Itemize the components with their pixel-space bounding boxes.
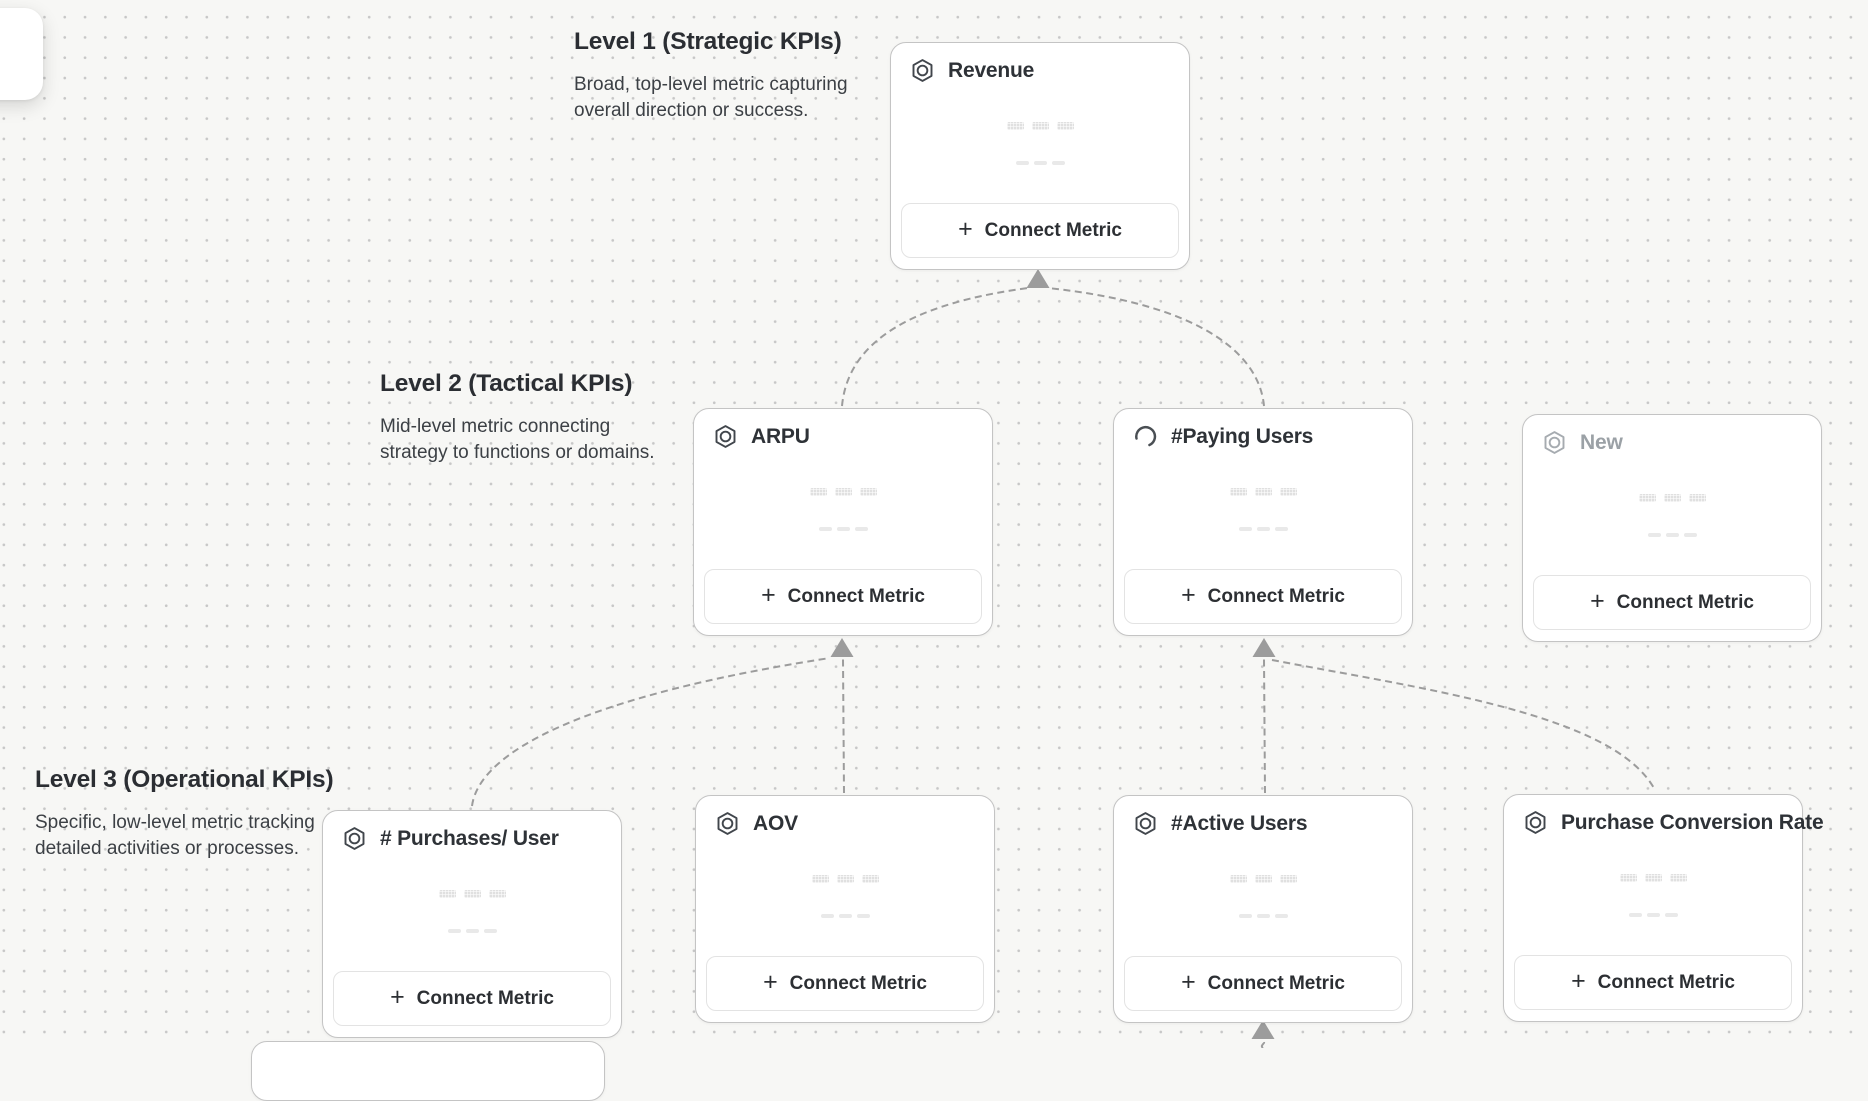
- card-header: # Purchases/ User: [341, 825, 607, 852]
- card-title: ARPU: [751, 424, 810, 448]
- skeleton-placeholder-row: [1114, 488, 1412, 496]
- kpi-card-purchases-per-user[interactable]: # Purchases/ User + Connect Metric: [322, 810, 622, 1038]
- card-header: #Active Users: [1132, 810, 1398, 837]
- connect-metric-label: Connect Metric: [416, 987, 554, 1009]
- kpi-card-new[interactable]: New + Connect Metric: [1522, 414, 1822, 642]
- connect-metric-label: Connect Metric: [789, 972, 927, 994]
- skeleton-placeholder-row: [1504, 874, 1802, 882]
- kpi-card-partial-offscreen[interactable]: [251, 1041, 605, 1101]
- plus-icon: +: [1571, 967, 1586, 995]
- plus-icon: +: [1181, 968, 1196, 996]
- card-title: New: [1580, 430, 1623, 454]
- skeleton-placeholder-row: [1504, 913, 1802, 917]
- connect-metric-label: Connect Metric: [787, 585, 925, 607]
- plus-icon: +: [1590, 587, 1605, 615]
- card-header: New: [1541, 429, 1807, 456]
- connect-metric-button[interactable]: + Connect Metric: [704, 569, 982, 624]
- arrowhead-into-arpu: [830, 638, 854, 657]
- skeleton-placeholder-row: [323, 890, 621, 898]
- loading-spinner-icon: [1132, 423, 1159, 450]
- connect-metric-button[interactable]: + Connect Metric: [1124, 956, 1402, 1011]
- section-title: Level 2 (Tactical KPIs): [380, 370, 633, 397]
- connector-pcr-to-paying-users: [1271, 659, 1656, 791]
- section-title: Level 3 (Operational KPIs): [35, 766, 334, 793]
- connector-paying-users-to-revenue: [1047, 287, 1265, 407]
- skeleton-placeholder-row: [694, 527, 992, 531]
- card-header: Purchase Conversion Rate: [1522, 809, 1824, 836]
- connect-metric-label: Connect Metric: [1616, 591, 1754, 613]
- connector-purchases-to-arpu: [471, 657, 831, 807]
- connector-offscreen-to-active-users: [1260, 1040, 1266, 1048]
- section-description: Specific, low-level metric tracking deta…: [35, 812, 315, 859]
- skeleton-placeholder-row: [1114, 875, 1412, 883]
- kpi-card-aov[interactable]: AOV + Connect Metric: [695, 795, 995, 1023]
- plus-icon: +: [958, 215, 973, 243]
- connector-aov-to-arpu: [842, 658, 845, 794]
- connector-arpu-to-revenue: [841, 287, 1029, 407]
- connect-metric-label: Connect Metric: [1207, 972, 1345, 994]
- connect-metric-button[interactable]: + Connect Metric: [1124, 569, 1402, 624]
- section-level-1: Level 1 (Strategic KPIs) Broad, top-leve…: [574, 28, 874, 123]
- section-level-2: Level 2 (Tactical KPIs) Mid-level metric…: [380, 370, 680, 465]
- section-level-3: Level 3 (Operational KPIs) Specific, low…: [35, 766, 357, 861]
- card-header: ARPU: [712, 423, 978, 450]
- skeleton-placeholder-row: [323, 929, 621, 933]
- card-header: #Paying Users: [1132, 423, 1398, 450]
- section-title: Level 1 (Strategic KPIs): [574, 28, 842, 55]
- skeleton-placeholder-row: [696, 914, 994, 918]
- kpi-card-active-users[interactable]: #Active Users + Connect Metric: [1113, 795, 1413, 1023]
- connect-metric-button[interactable]: + Connect Metric: [1514, 955, 1792, 1010]
- section-description: Mid-level metric connecting strategy to …: [380, 416, 655, 463]
- toolbar-panel[interactable]: [0, 8, 43, 100]
- card-title: # Purchases/ User: [380, 826, 559, 850]
- plus-icon: +: [763, 968, 778, 996]
- plus-icon: +: [1181, 581, 1196, 609]
- kpi-card-revenue[interactable]: Revenue + Connect Metric: [890, 42, 1190, 270]
- hexagon-metric-icon: [712, 423, 739, 450]
- card-title: #Active Users: [1171, 811, 1308, 835]
- cursor-tool-icon: [0, 42, 3, 62]
- section-description: Broad, top-level metric capturing overal…: [574, 74, 848, 121]
- hexagon-metric-icon: [714, 810, 741, 837]
- plus-icon: +: [390, 983, 405, 1011]
- hexagon-metric-icon: [1522, 809, 1549, 836]
- skeleton-placeholder-row: [696, 875, 994, 883]
- kpi-card-arpu[interactable]: ARPU + Connect Metric: [693, 408, 993, 636]
- connect-metric-button[interactable]: + Connect Metric: [706, 956, 984, 1011]
- card-header: AOV: [714, 810, 980, 837]
- card-title: AOV: [753, 811, 798, 835]
- hexagon-metric-icon: [1132, 810, 1159, 837]
- hexagon-metric-icon: [909, 57, 936, 84]
- skeleton-placeholder-row: [891, 161, 1189, 165]
- arrowhead-into-revenue: [1026, 269, 1050, 288]
- card-header: Revenue: [909, 57, 1175, 84]
- card-title: Revenue: [948, 58, 1035, 82]
- card-title: #Paying Users: [1171, 424, 1314, 448]
- skeleton-placeholder-row: [1523, 533, 1821, 537]
- kpi-card-paying-users[interactable]: #Paying Users + Connect Metric: [1113, 408, 1413, 636]
- connect-metric-label: Connect Metric: [1597, 971, 1735, 993]
- connect-metric-label: Connect Metric: [1207, 585, 1345, 607]
- connect-metric-label: Connect Metric: [984, 219, 1122, 241]
- skeleton-placeholder-row: [1114, 527, 1412, 531]
- arrowhead-into-paying-users: [1252, 638, 1276, 657]
- skeleton-placeholder-row: [1523, 494, 1821, 502]
- skeleton-placeholder-row: [891, 122, 1189, 130]
- card-title: Purchase Conversion Rate: [1561, 810, 1824, 834]
- plus-icon: +: [761, 581, 776, 609]
- connect-metric-button[interactable]: + Connect Metric: [1533, 575, 1811, 630]
- hexagon-metric-icon: [1541, 429, 1568, 456]
- connector-active-users-to-paying-users: [1263, 658, 1266, 794]
- skeleton-placeholder-row: [694, 488, 992, 496]
- connect-metric-button[interactable]: + Connect Metric: [901, 203, 1179, 258]
- connect-metric-button[interactable]: + Connect Metric: [333, 971, 611, 1026]
- skeleton-placeholder-row: [1114, 914, 1412, 918]
- hexagon-metric-icon: [341, 825, 368, 852]
- kpi-card-purchase-conversion-rate[interactable]: Purchase Conversion Rate + Connect Metri…: [1503, 794, 1824, 1022]
